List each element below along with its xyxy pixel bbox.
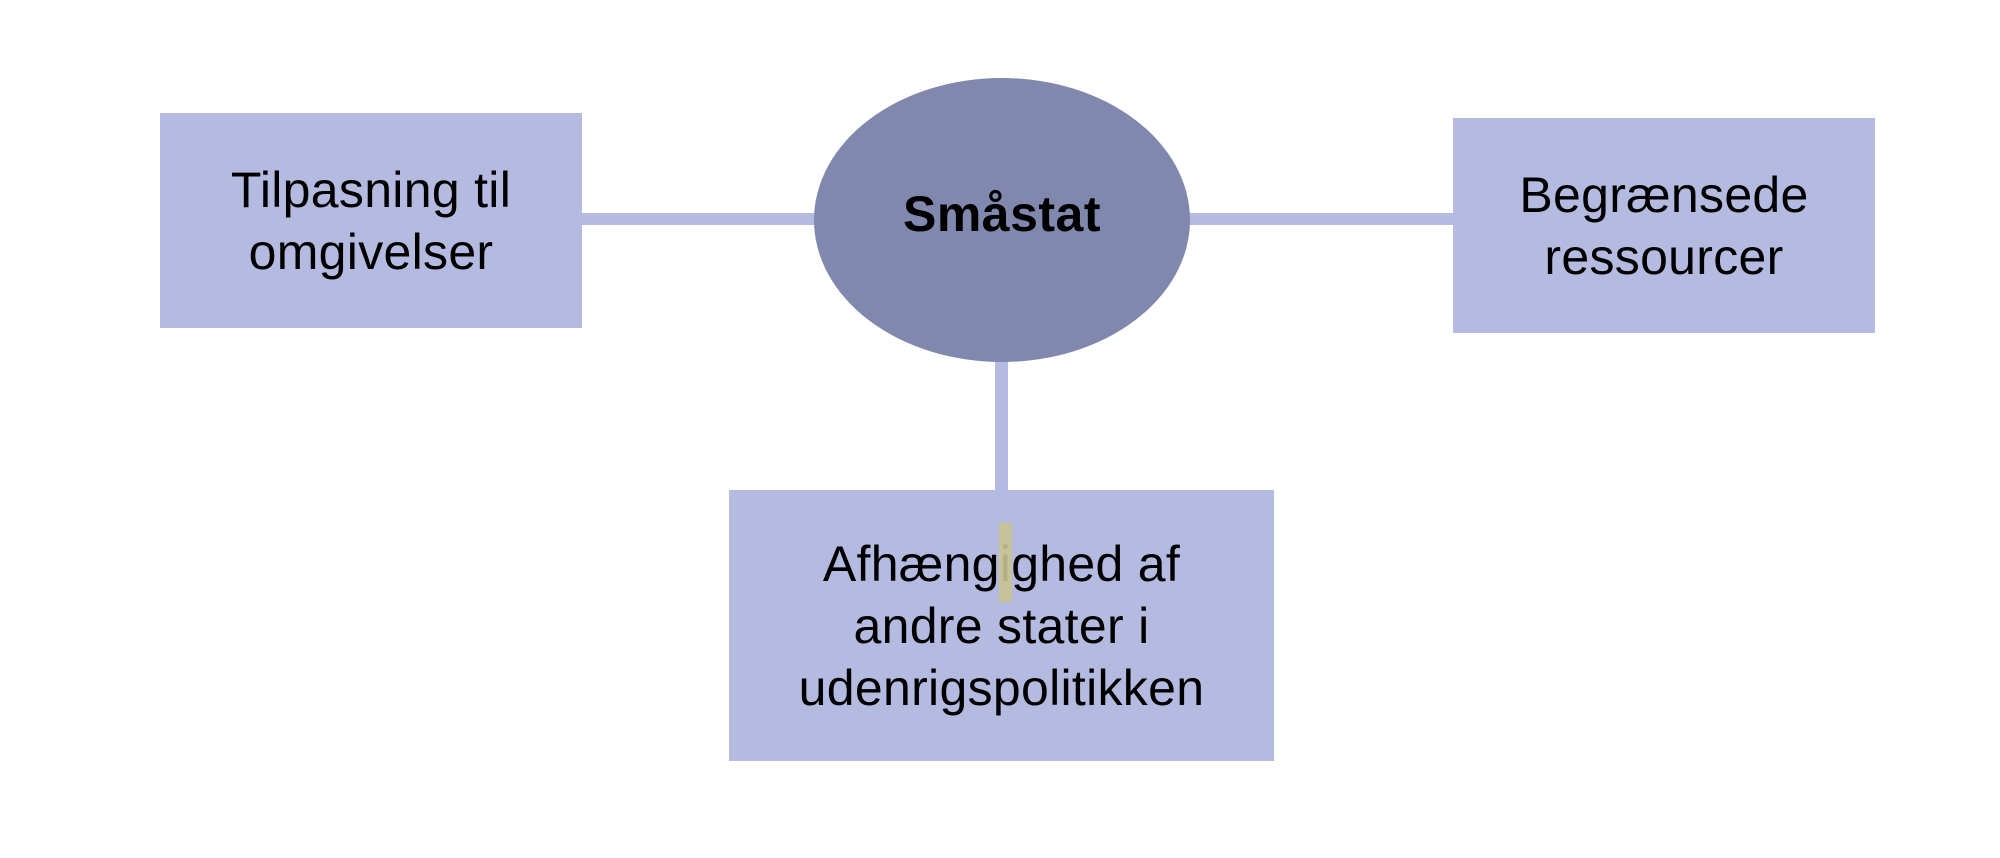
node-left[interactable]: Tilpasning til omgivelser (160, 113, 582, 328)
connector-right (1185, 213, 1455, 225)
center-node-label: Småstat (902, 186, 1102, 242)
node-right[interactable]: Begrænsede ressourcer (1453, 118, 1875, 333)
node-right-label: Begrænsede ressourcer (1519, 166, 1809, 285)
center-node[interactable]: Småstat (814, 78, 1190, 362)
connector-left (580, 213, 820, 225)
node-left-label: Tilpasning til omgivelser (230, 161, 512, 280)
node-bottom-label: Afhængighed af andre stater i udenrigspo… (798, 535, 1205, 716)
text-selection-highlight (999, 523, 1012, 602)
connector-bottom (995, 355, 1008, 492)
